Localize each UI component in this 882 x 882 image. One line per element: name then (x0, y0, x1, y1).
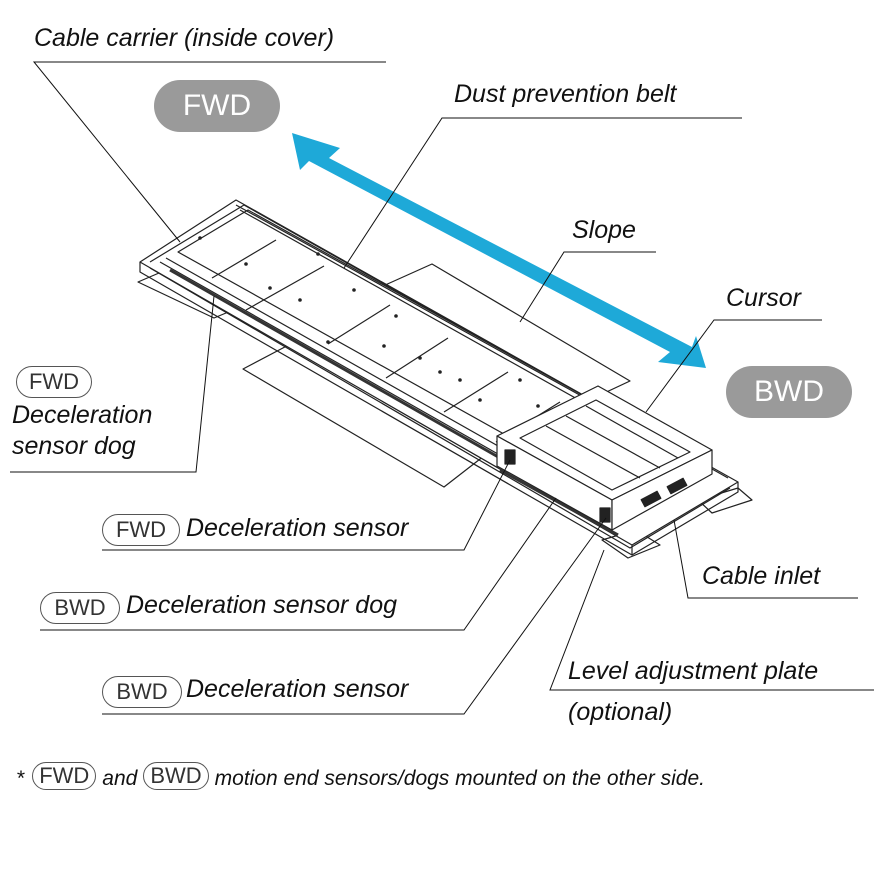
direction-arrow (292, 133, 706, 368)
leader-cable-carrier (32, 61, 386, 243)
leader-cable-inlet (673, 519, 858, 599)
footnote-bwd-tag: BWD (143, 762, 209, 790)
cursor-window (519, 399, 691, 491)
bwd-sensor-tag: BWD (102, 676, 182, 708)
leader-cursor (645, 319, 822, 413)
leader-bwd-sensor (102, 517, 607, 715)
label-slope: Slope (572, 216, 636, 244)
fwd-dog-tag: FWD (16, 366, 92, 398)
bwd-direction-badge: BWD (726, 366, 852, 418)
leader-level-plate (549, 549, 874, 691)
fwd-sensor-tag: FWD (102, 514, 180, 546)
footnote-star: * (16, 767, 25, 790)
label-bwd-sensor: Deceleration sensor (186, 675, 409, 703)
leader-slope (519, 251, 656, 323)
label-cable-carrier: Cable carrier (inside cover) (34, 24, 335, 52)
footnote-fwd-tag: FWD (32, 762, 97, 790)
footnote-text: motion end sensors/dogs mounted on the o… (214, 767, 705, 790)
label-cable-inlet: Cable inlet (702, 562, 821, 590)
leader-dust-belt (343, 117, 742, 269)
bwd-dog-tag: BWD (40, 592, 120, 624)
label-cursor: Cursor (726, 284, 802, 312)
level-plate-right-2 (697, 487, 753, 514)
label-dust-prevention-belt: Dust prevention belt (454, 80, 677, 108)
label-fwd-sensor: Deceleration sensor (186, 514, 409, 542)
label-bwd-dog: Deceleration sensor dog (126, 591, 397, 619)
footnote-and: and (102, 767, 138, 790)
leader-fwd-sensor (102, 459, 511, 551)
cursor-side (611, 449, 713, 531)
label-level-plate-line1: Level adjustment plate (568, 657, 819, 685)
leader-fwd-dog (10, 295, 215, 473)
label-level-plate-line2: (optional) (568, 698, 673, 726)
label-fwd-dog-line1: Deceleration (12, 401, 153, 429)
fwd-direction-badge: FWD (154, 80, 280, 132)
leader-bwd-dog (40, 497, 557, 631)
label-fwd-dog-line2: sensor dog (12, 432, 136, 460)
